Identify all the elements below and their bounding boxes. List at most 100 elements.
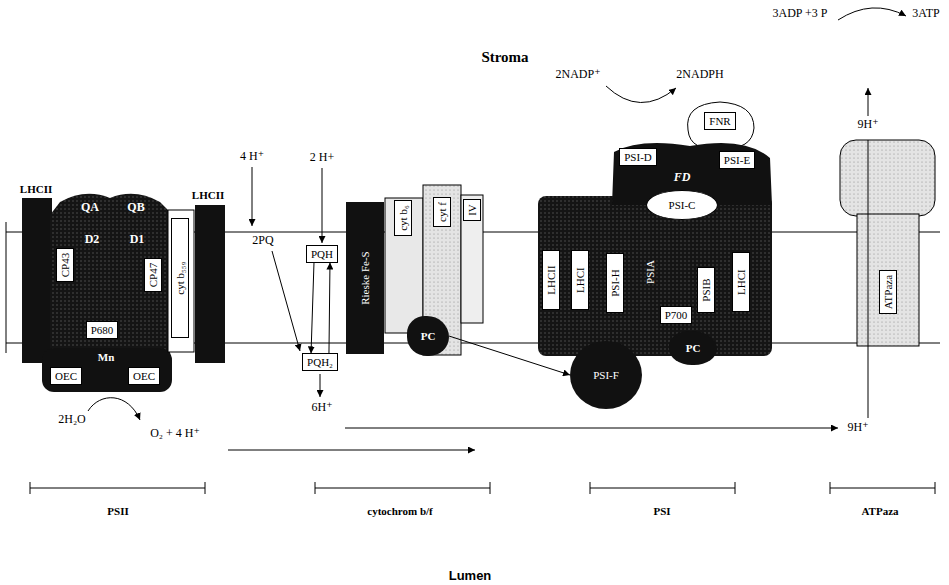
node-text: PC (686, 342, 701, 354)
node-text: PSI-D (624, 151, 652, 163)
cytochrome-box: cyt f (433, 197, 450, 227)
proton-label: 4 H⁺ (240, 150, 264, 163)
molecule-label: O₂ + 4 H⁺ (150, 427, 200, 440)
proton-arrow (868, 140, 869, 418)
proton-arrow (252, 167, 253, 226)
atpase-head (840, 140, 935, 216)
node-text: FNR (709, 115, 730, 127)
part-name: FD (674, 171, 691, 184)
node-text: LHCII (545, 265, 557, 294)
lhcii-block (22, 198, 52, 363)
atpase-stalk (857, 214, 919, 346)
electron-flow-arrow (449, 336, 570, 375)
quinone-box: PQH₂ (302, 353, 338, 370)
node-text: PC (421, 330, 436, 342)
electron-flow-arrow (311, 263, 314, 354)
antenna-box: LHCII (542, 250, 559, 310)
cyt-b6-column (385, 198, 423, 333)
quinone-box: PQH (306, 245, 338, 262)
node-text: CP43 (59, 253, 71, 277)
plastoquinone-arrow (272, 251, 300, 351)
node-text: CP47 (147, 263, 159, 287)
node-text: P680 (91, 324, 114, 336)
subunit-iv-column (461, 195, 483, 323)
proton-arrow (322, 168, 323, 243)
node-text: ATPaza (882, 275, 894, 309)
lhcii-block (195, 205, 225, 363)
bracket (30, 482, 205, 494)
node-text: cyt b₅₅₉ (174, 261, 186, 294)
reactant-label: 3ADP +3 P (772, 7, 827, 20)
proton-arrow (320, 374, 321, 397)
antenna-box: LHCI (571, 250, 588, 310)
bracket (315, 482, 490, 494)
water-arrow (88, 398, 140, 420)
protein-subunit: PSIB (697, 267, 714, 313)
proton-arrow (228, 450, 475, 451)
protein-subunit: OEC (128, 367, 160, 384)
proton-label: 9H⁺ (858, 118, 879, 131)
complex-name: PSII (107, 505, 128, 517)
complex-name: cytochrom b/f (367, 505, 432, 517)
protein-subunit: Rieske Fe-S (346, 202, 384, 354)
proton-arrow (868, 88, 869, 116)
node-text: P700 (665, 309, 688, 321)
oec-base (42, 348, 172, 392)
cyt-b559-strip (168, 210, 194, 352)
psii-core (50, 194, 170, 354)
proton-label: 9H⁺ (848, 421, 869, 434)
fnr-outline (688, 102, 754, 149)
cytochrome-box: cyt b₅₅₉ (171, 218, 188, 338)
node-text: IV (466, 204, 478, 216)
bracket (830, 482, 935, 494)
membrane-edge (6, 222, 7, 353)
protein-subunit: OEC (50, 367, 82, 384)
protein-subunit: CP43 (56, 248, 73, 282)
node-text: PQH₂ (307, 356, 333, 368)
region-label: Stroma (481, 49, 528, 66)
node-text: cyt b₆ (397, 205, 409, 231)
plastocyanin-blob: PC (407, 316, 449, 356)
nadp-arrow (606, 86, 676, 103)
product-label: 2NADPH (676, 68, 723, 81)
proton-label: 6H⁺ (312, 401, 333, 414)
enzyme-box: FNR (704, 112, 735, 129)
region-label: Lumen (449, 569, 492, 583)
protein-subunit: PSI-H (606, 253, 623, 313)
node-text: OEC (133, 370, 155, 382)
cytochrome-box: cyt b₆ (394, 200, 411, 236)
node-text: Rieske Fe-S (359, 251, 371, 304)
part-name: LHCII (20, 183, 52, 195)
protein-subunit: PSI-C (646, 190, 718, 220)
protein-subunit: CP47 (144, 258, 161, 292)
product-label: 3ATP (912, 7, 939, 20)
node-text: PSI-C (669, 199, 696, 211)
node-text: OEC (55, 370, 77, 382)
psi-core (538, 196, 772, 356)
molecule-label: 2H₂O (58, 413, 86, 426)
plastocyanin-blob: PC (669, 331, 717, 365)
complex-name: PSI (653, 505, 670, 517)
reactant-label: 2NADP⁺ (555, 68, 600, 81)
atp-arrow (838, 8, 906, 20)
part-name: Mn (98, 351, 115, 363)
bracket (590, 482, 735, 494)
node-text: PSI-E (724, 154, 750, 166)
enzyme-box: ATPaza (879, 270, 896, 314)
part-name: PSIA (644, 260, 656, 284)
protein-subunit: PSI-E (719, 151, 755, 168)
part-name: LHCII (192, 189, 224, 201)
node-text: PSI-F (593, 369, 619, 381)
electron-flow-arrow (329, 263, 330, 354)
complex-name: ATPaza (861, 505, 898, 517)
antenna-box: LHCI (732, 252, 749, 312)
molecule-label: 2PQ (252, 234, 273, 247)
node-text: LHCI (735, 269, 747, 295)
node-text: cyt f (436, 202, 448, 222)
protein-subunit: PSI-F (570, 341, 642, 409)
proton-arrow (345, 428, 838, 429)
